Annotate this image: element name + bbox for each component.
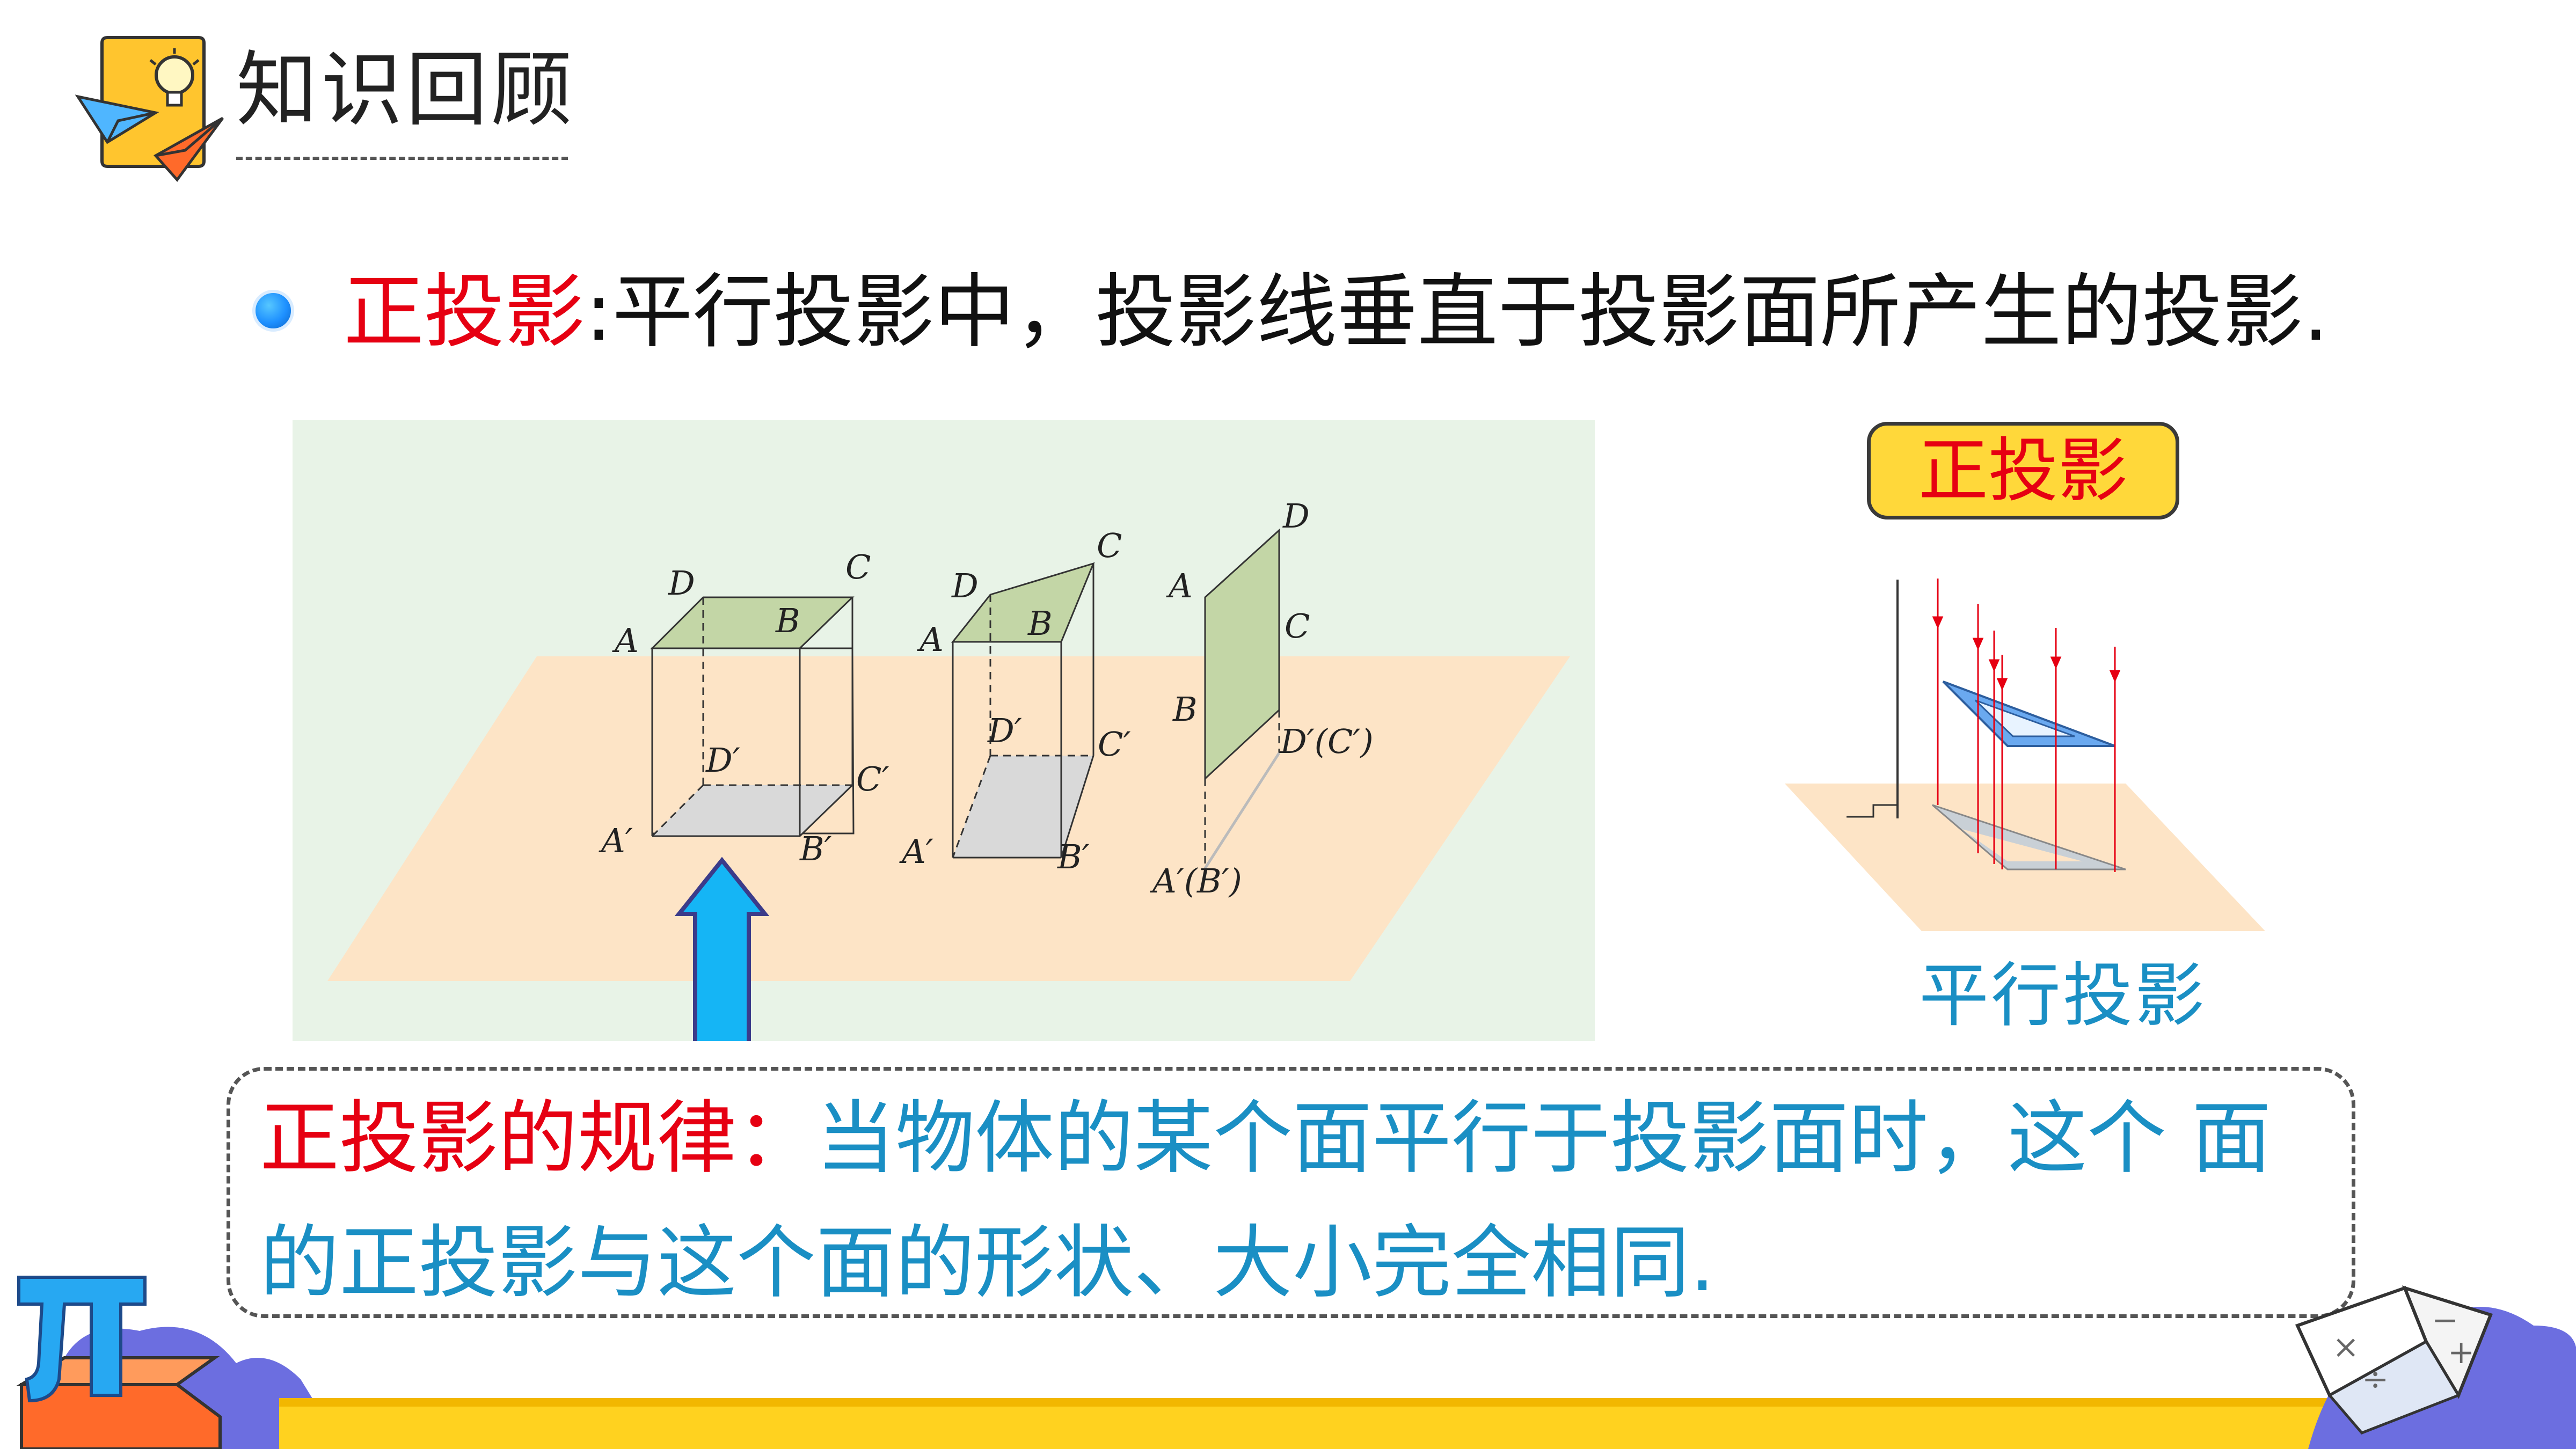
label-box-A: A — [612, 621, 639, 660]
label-box-C1: C′ — [856, 759, 889, 799]
label-box-C: C — [845, 547, 871, 587]
parallel-projection-diagram — [1785, 579, 2265, 931]
lightbulb-icon — [149, 48, 200, 107]
up-arrow-icon — [674, 857, 770, 1041]
rule-term: 正投影的规律： — [260, 1092, 816, 1184]
svg-text:÷: ÷ — [2362, 1360, 2389, 1398]
label-tilted-C: C — [1097, 526, 1122, 565]
label-box-B1: B′ — [799, 829, 832, 868]
math-book-icon: × ÷ − + — [2295, 1285, 2493, 1435]
pi-symbol-icon — [16, 1276, 222, 1449]
page-title: 知识回顾 — [236, 42, 575, 137]
tilted-object — [951, 562, 1095, 859]
definition-text: 平行投影中，投影线垂直于投影面所产生的投影. — [612, 266, 2329, 359]
svg-text:−: − — [2432, 1301, 2458, 1339]
label-box-B: B — [775, 601, 800, 640]
rule-line-1: 正投影的规律：当物体的某个面平行于投影面时，这个 面 — [260, 1095, 2271, 1182]
rule-text-1: 当物体的某个面平行于投影面时，这个 面 — [816, 1092, 2272, 1184]
label-box-D1: D′ — [705, 741, 740, 780]
box-geometry — [650, 596, 855, 837]
svg-text:+: + — [2448, 1334, 2475, 1371]
label-vertical-D: D — [1282, 496, 1310, 536]
projection-plane — [327, 656, 1570, 981]
definition-colon: : — [585, 266, 612, 359]
svg-text:×: × — [2332, 1328, 2359, 1366]
title-underline — [236, 157, 568, 160]
label-tilted-D: D — [951, 566, 979, 605]
projection-figure: D C A B D′ C′ A′ B′ D C A B D′ C′ A′ B′ — [293, 420, 1595, 1041]
label-tilted-B: B — [1027, 604, 1053, 643]
label-tilted-B1: B′ — [1057, 837, 1090, 876]
definition-line: 正投影:平行投影中，投影线垂直于投影面所产生的投影. — [344, 268, 2329, 357]
label-tilted-C1: C′ — [1098, 724, 1131, 764]
orthographic-badge: 正投影 — [1867, 422, 2179, 519]
bullet-dot — [252, 290, 294, 332]
footer-decoration: × ÷ − + — [16, 1276, 2576, 1449]
label-vertical-AB1: A′(B′) — [1150, 861, 1242, 901]
parallel-projection-caption: 平行投影 — [1919, 955, 2207, 1036]
rule-text-2: 的正投影与这个面的形状、大小完全相同. — [260, 1217, 1716, 1309]
rule-box — [227, 1067, 2355, 1318]
label-box-D: D — [668, 564, 695, 603]
definition-term: 正投影 — [344, 266, 586, 359]
label-vertical-A: A — [1166, 566, 1193, 605]
label-tilted-A: A — [917, 620, 944, 659]
label-box-A1: A′ — [599, 821, 633, 860]
label-tilted-A1: A′ — [899, 832, 933, 871]
label-vertical-DC1: D′(C′) — [1280, 722, 1374, 761]
label-vertical-C: C — [1285, 606, 1310, 646]
vertical-object — [1203, 528, 1281, 869]
label-vertical-B: B — [1172, 690, 1198, 729]
label-tilted-D1: D′ — [987, 711, 1022, 750]
paper-planes-icon — [75, 36, 224, 182]
